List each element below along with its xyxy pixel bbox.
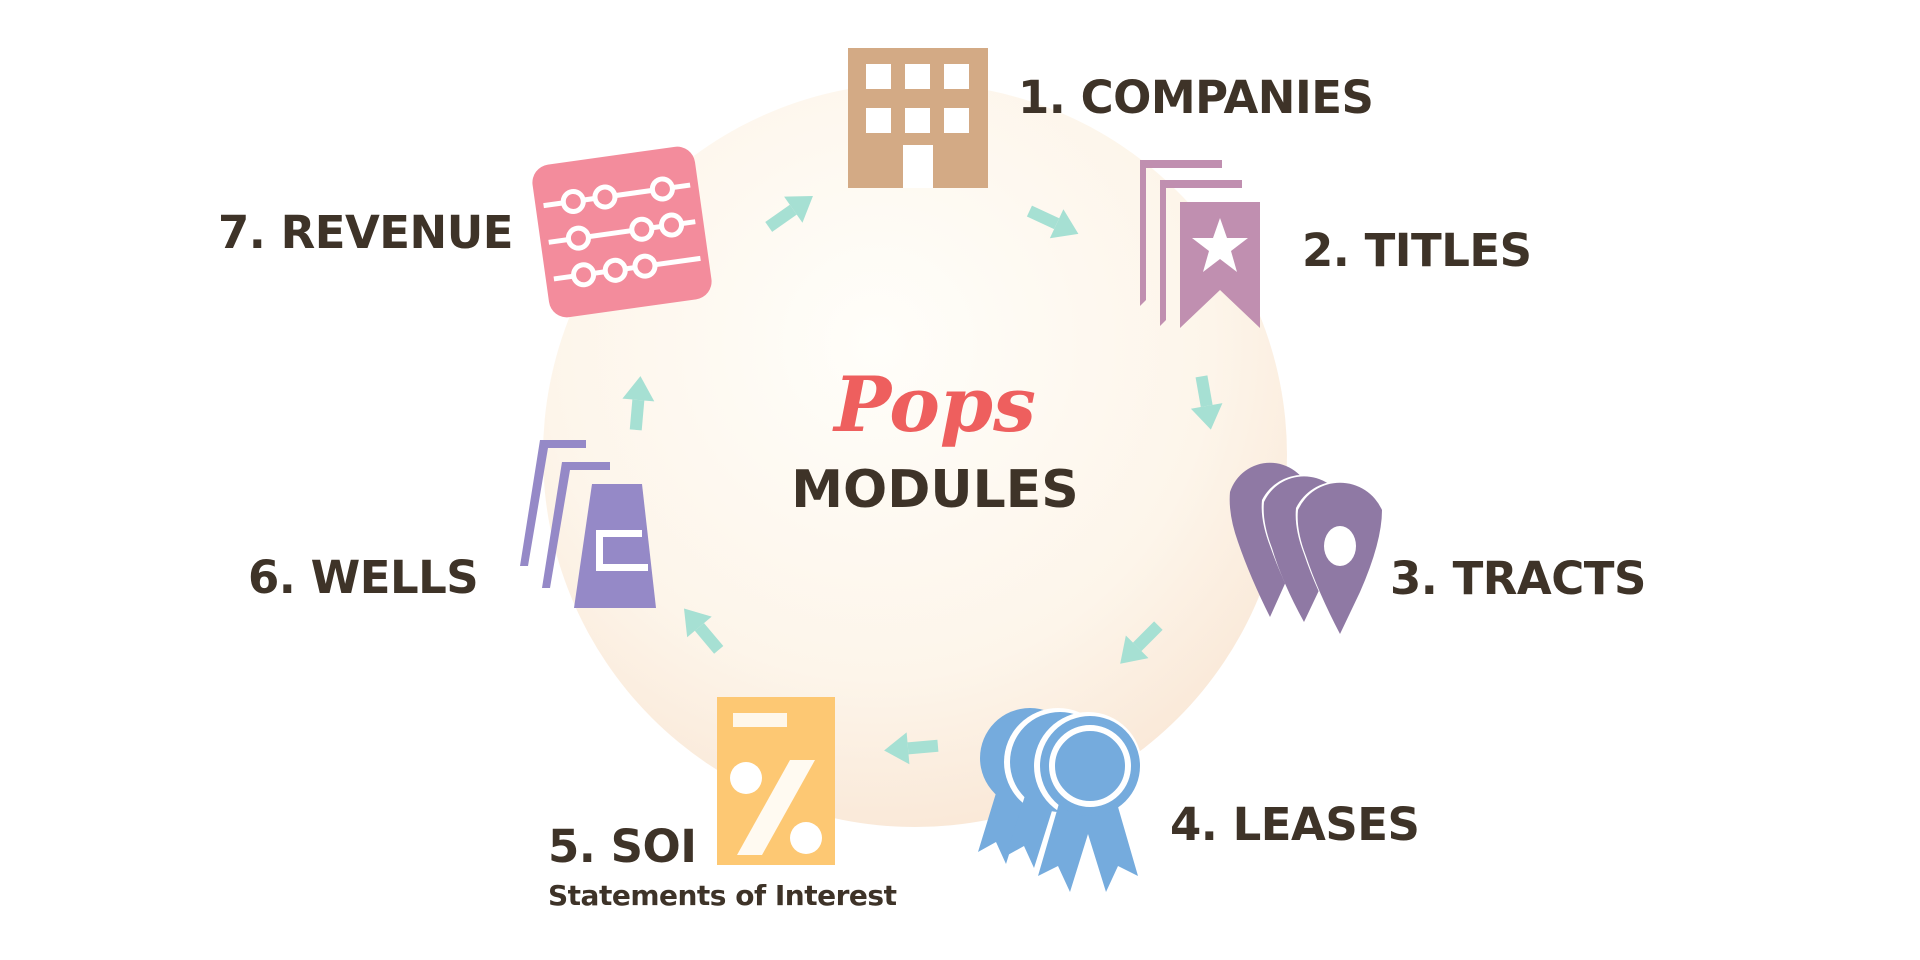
- arrow-icon: [684, 608, 724, 654]
- arrow-icon: [1120, 621, 1163, 664]
- arrow-icon: [1026, 205, 1079, 239]
- arrow-icon: [884, 732, 939, 765]
- arrow-icon: [765, 195, 813, 232]
- arrow-icon: [1190, 375, 1223, 430]
- building-icon: [848, 48, 988, 188]
- ribbon-award-icon: [978, 708, 1142, 892]
- label-tracts: 3. TRACTS: [1390, 552, 1646, 605]
- label-leases: 4. LEASES: [1170, 798, 1420, 851]
- background-circle: [543, 83, 1287, 827]
- percent-document-icon: [717, 697, 835, 865]
- label-titles: 2. TITLES: [1302, 224, 1532, 277]
- label-revenue: 7. REVENUE: [218, 206, 513, 259]
- label-companies: 1. COMPANIES: [1018, 71, 1374, 124]
- abacus-icon: [532, 146, 712, 318]
- label-soi-subtitle: Statements of Interest: [548, 879, 897, 912]
- cycle-arrows: [622, 195, 1223, 765]
- label-soi: 5. SOI: [548, 820, 697, 873]
- title-documents-icon: [1140, 160, 1260, 328]
- center-title: MODULES: [791, 460, 1079, 520]
- map-pin-icon: [1229, 462, 1382, 634]
- pops-logo: Pops: [834, 360, 1036, 449]
- arrow-icon: [622, 376, 655, 431]
- label-wells: 6. WELLS: [248, 551, 479, 604]
- wells-documents-icon: [520, 440, 656, 608]
